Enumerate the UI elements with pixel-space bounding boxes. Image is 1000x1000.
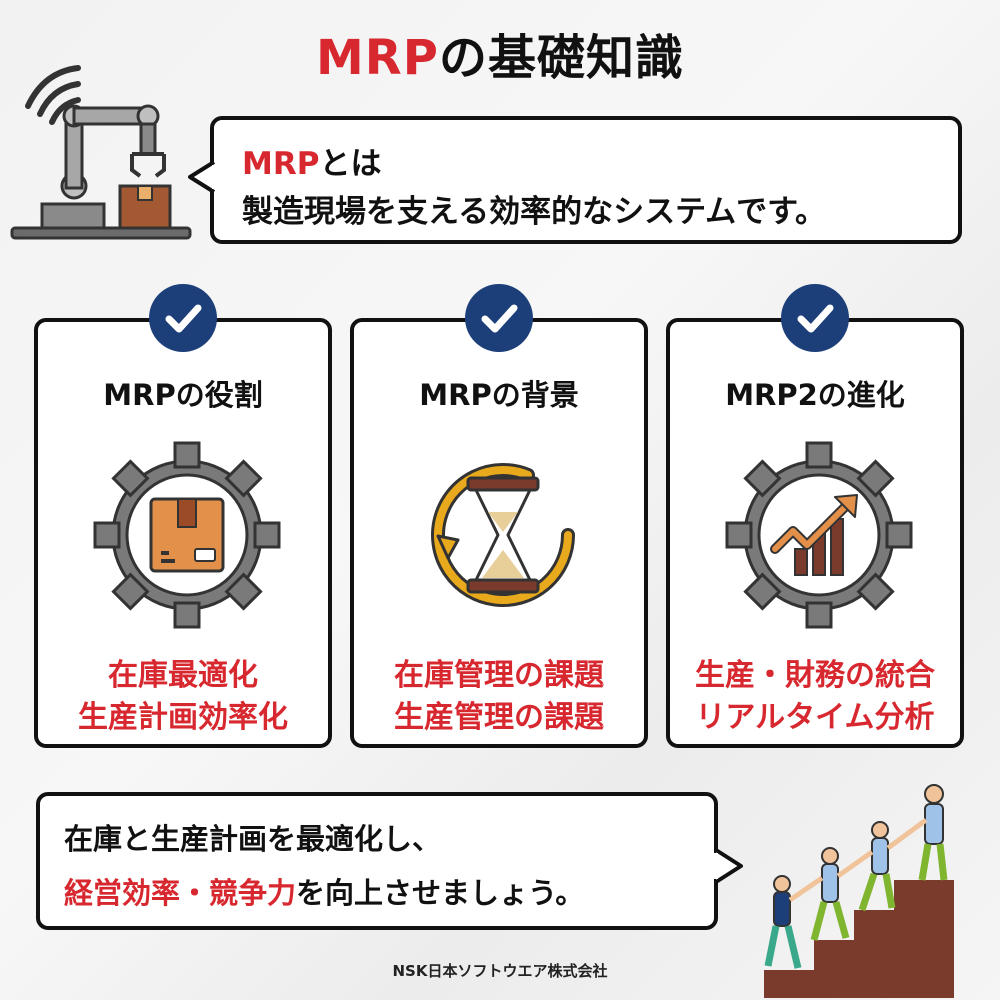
card-role: MRPの役割 在庫最適化 生産計画効率化 [34,318,332,748]
company-name: NSK日本ソフトウエア株式会社 [392,962,608,980]
hourglass-cycle-icon [431,463,575,607]
card-note: 在庫管理の課題 [394,658,604,693]
bubble-tail [714,848,743,884]
intro-accent: MRP [242,146,320,182]
card-note: 在庫最適化 [108,658,258,693]
summary-accent: 経営効率・競争力 [64,876,297,910]
summary-line1: 在庫と生産計画を最適化し、 [64,822,442,856]
card-background: MRPの背景 在庫管理の課題 生産管理の課題 [350,318,648,748]
card-heading: MRP2の進化 [725,378,905,412]
intro-rest: とは [319,146,382,182]
card-heading: MRPの役割 [103,378,263,412]
card-note: リアルタイム分析 [695,700,935,735]
summary-bubble: 在庫と生産計画を最適化し、 経営効率・競争力を向上させましょう。 [36,792,718,930]
card-heading: MRPの背景 [419,378,579,412]
intro-bubble: MRPとは 製造現場を支える効率的なシステムです。 [210,116,962,244]
card-note: 生産・財務の統合 [695,658,935,693]
intro-line1: MRPとは [242,138,381,183]
title-rest: の基礎知識 [438,30,684,86]
check-icon [149,284,217,352]
growth-chart-gear-icon [725,441,913,629]
summary-line2: 経営効率・競争力を向上させましょう。 [64,870,584,912]
check-icon [781,284,849,352]
robot-arm-icon [10,65,192,240]
team-climbing-stairs-icon [764,784,954,998]
check-icon [465,284,533,352]
bubble-tail [188,160,216,194]
intro-line2: 製造現場を支える効率的なシステムです。 [242,194,827,230]
card-note: 生産計画効率化 [78,700,288,735]
card-note: 生産管理の課題 [394,700,604,735]
box-in-gear-icon [93,441,281,629]
summary-rest: を向上させましょう。 [296,876,585,910]
page-title: MRPの基礎知識 [0,18,1000,88]
card-evolution: MRP2の進化 生産・財務の統合 リアルタイム分析 [666,318,964,748]
title-accent: MRP [316,30,439,86]
